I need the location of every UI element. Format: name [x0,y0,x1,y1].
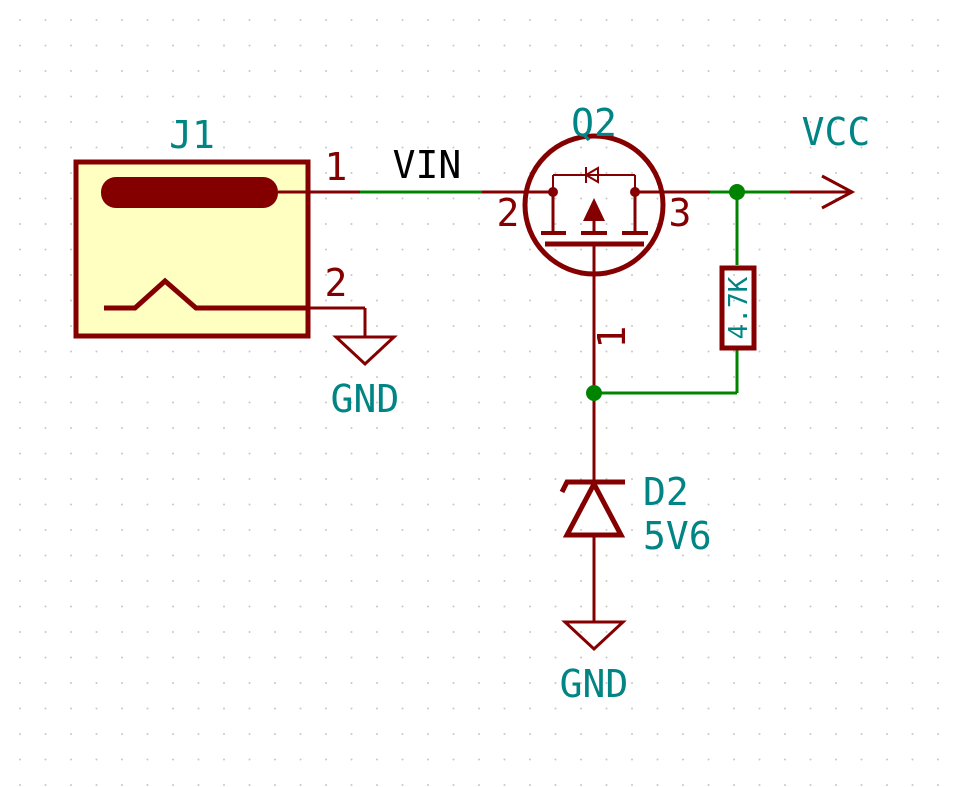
gnd-symbol-left[interactable] [332,308,398,367]
d2-cathode-bar [559,479,625,494]
q2-pin2-number: 2 [497,191,520,235]
vcc-label: VCC [802,110,871,154]
gnd-label-bottom: GND [560,662,629,706]
j1-pin1-contact [101,177,278,208]
d2-value: 5V6 [643,514,712,558]
q2-pin3-number: 3 [669,191,692,235]
connector-j1[interactable] [73,159,365,339]
j1-pin2-number: 2 [325,261,348,305]
q2-ref: Q2 [571,101,617,145]
j1-ref: J1 [169,113,215,157]
wires [309,190,790,395]
gnd-label-left: GND [331,377,400,421]
gnd-symbol-bottom[interactable] [561,620,627,652]
q2-body-diode [584,166,599,184]
resistor-4k7[interactable] [719,265,757,351]
junction-gate [586,385,602,401]
d2-triangle [562,478,626,538]
net-label-vin: VIN [393,143,462,187]
zener-diode-d2[interactable] [559,393,626,622]
resistor-value: 4.7K [724,276,754,339]
q2-pin1-number: 1 [590,326,634,349]
j1-pin2-contact [104,277,309,311]
mosfet-q2[interactable] [482,133,710,393]
vcc-symbol[interactable] [790,174,856,210]
q2-arrow [583,198,605,221]
d2-ref: D2 [643,470,689,514]
resistor-body [719,265,757,351]
junction-vcc [729,184,745,200]
j1-pin1-number: 1 [325,145,348,189]
